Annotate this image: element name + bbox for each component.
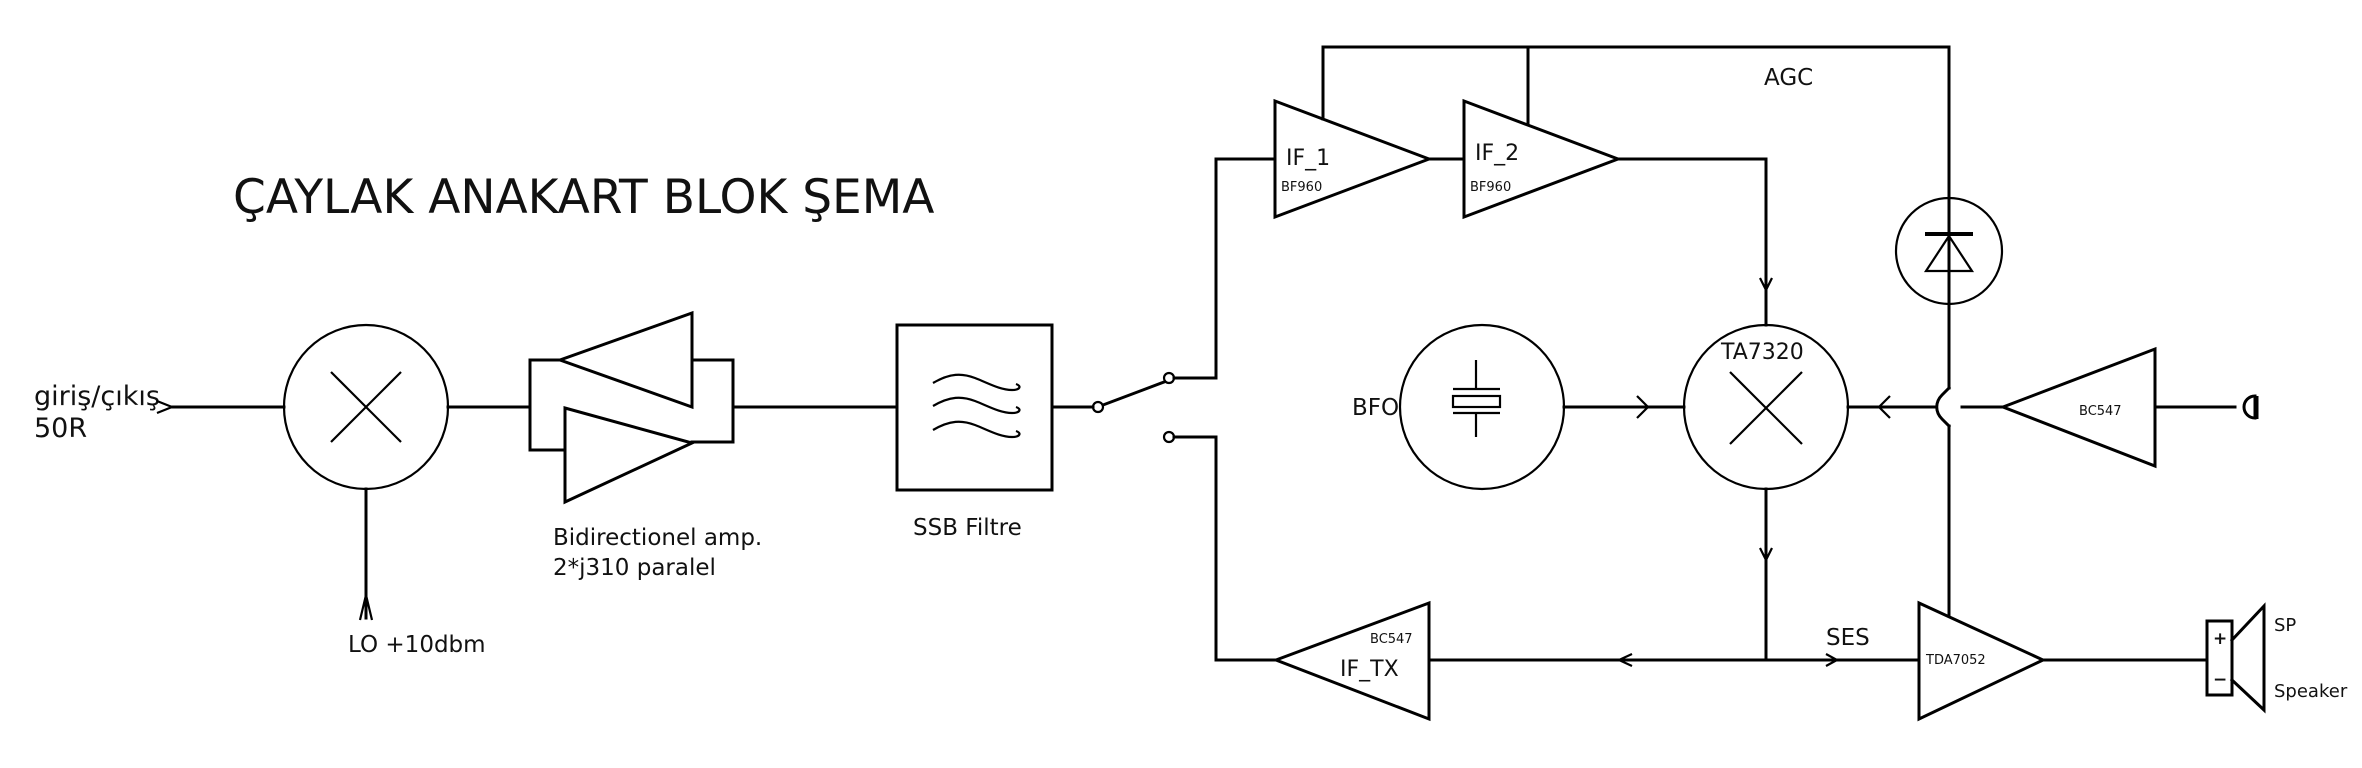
speaker-plus: + (2213, 629, 2227, 649)
speaker-magnet-icon (2205, 619, 2234, 697)
tx-wire (1172, 435, 1278, 662)
speaker-cone-icon (2229, 602, 2266, 714)
tx-amp-triangle (1271, 600, 1431, 722)
crystal-body (1451, 394, 1502, 409)
ses-label: SES (1826, 625, 1870, 651)
bidirectional-amp: Bidirectionel amp. 2*j310 paralel (528, 310, 899, 581)
amp-rail-right (690, 358, 735, 444)
wire-jump (1935, 385, 1952, 429)
txrx-switch[interactable] (1091, 157, 1278, 662)
arrow-right-icon (1636, 395, 1650, 419)
arrow-right-icon (1825, 653, 1840, 667)
diode-triangle-icon (1923, 233, 1975, 273)
switch-pole (1091, 400, 1105, 414)
tx-amp-label: IF_TX (1340, 657, 1399, 682)
arrow-down-icon (1759, 547, 1773, 563)
mic-amplifier: BC547 (1998, 346, 2259, 469)
detector-part: TA7320 (1720, 340, 1804, 365)
amp-rail-left (528, 358, 570, 452)
amp-reverse-triangle (555, 310, 694, 410)
rf-mixer: LO +10dbm (282, 323, 486, 658)
detector-x-stroke (1729, 371, 1803, 445)
mic-amp-part: BC547 (2079, 404, 2122, 419)
arrow-left-icon (1616, 653, 1633, 667)
arrow-left-icon (1877, 395, 1891, 419)
if1-part: BF960 (1281, 180, 1322, 195)
arrow-down-icon (1759, 277, 1773, 293)
lo-arrow-icon (358, 594, 374, 621)
speaker-label: SP (2274, 615, 2296, 636)
agc-label: AGC (1764, 65, 1813, 91)
speaker-sublabel: Speaker (2274, 681, 2348, 702)
amp-sublabel: 2*j310 paralel (553, 555, 716, 581)
mixer-x-icon-stroke (330, 371, 402, 443)
if2-label: IF_2 (1475, 141, 1519, 166)
filter-wave-icon (932, 420, 1021, 439)
speaker-minus: − (2213, 670, 2227, 690)
ssb-filter: SSB Filtre (895, 323, 1054, 541)
bfo-label: BFO (1352, 395, 1399, 421)
agc-bus (1321, 45, 1951, 200)
product-detector: TA7320 (1682, 323, 1850, 491)
audio-amplifier: TDA7052 (1917, 568, 2047, 722)
switch-lever[interactable] (1101, 380, 1166, 407)
diagram-title: ÇAYLAK ANAKART BLOK ŞEMA (233, 170, 934, 225)
if2-triangle (1462, 98, 1623, 220)
filter-label: SSB Filtre (913, 515, 1022, 541)
speaker: + − SP Speaker (2205, 602, 2348, 714)
filter-box (895, 323, 1054, 492)
filter-wave-icon (932, 373, 1021, 392)
if1-amplifier: IF_1 BF960 (1273, 45, 1434, 220)
if1-triangle (1273, 98, 1434, 220)
tx-amp-part: BC547 (1370, 632, 1413, 647)
amp-forward-triangle (563, 406, 697, 505)
audio-amp-triangle (1917, 600, 2047, 722)
amp-label: Bidirectionel amp. (553, 525, 762, 551)
io-port-impedance: 50R (34, 413, 87, 444)
if1-label: IF_1 (1286, 146, 1330, 171)
filter-wave-icon (932, 396, 1021, 415)
rx-wire (1172, 157, 1277, 380)
microphone-icon (2242, 394, 2257, 420)
bfo-oscillator: BFO (1352, 323, 1566, 491)
tx-amplifier: BC547 IF_TX (1271, 600, 1431, 722)
io-port: giriş/çıkış 50R (34, 381, 286, 444)
lo-label: LO +10dbm (348, 632, 486, 658)
io-port-label: giriş/çıkış (34, 381, 160, 412)
audio-amp-part: TDA7052 (1925, 653, 1986, 668)
if2-part: BF960 (1470, 180, 1511, 195)
if2-amplifier: IF_2 BF960 (1462, 45, 1623, 220)
agc-diode (1894, 196, 2004, 614)
if-to-detector-wire (1616, 157, 1768, 327)
